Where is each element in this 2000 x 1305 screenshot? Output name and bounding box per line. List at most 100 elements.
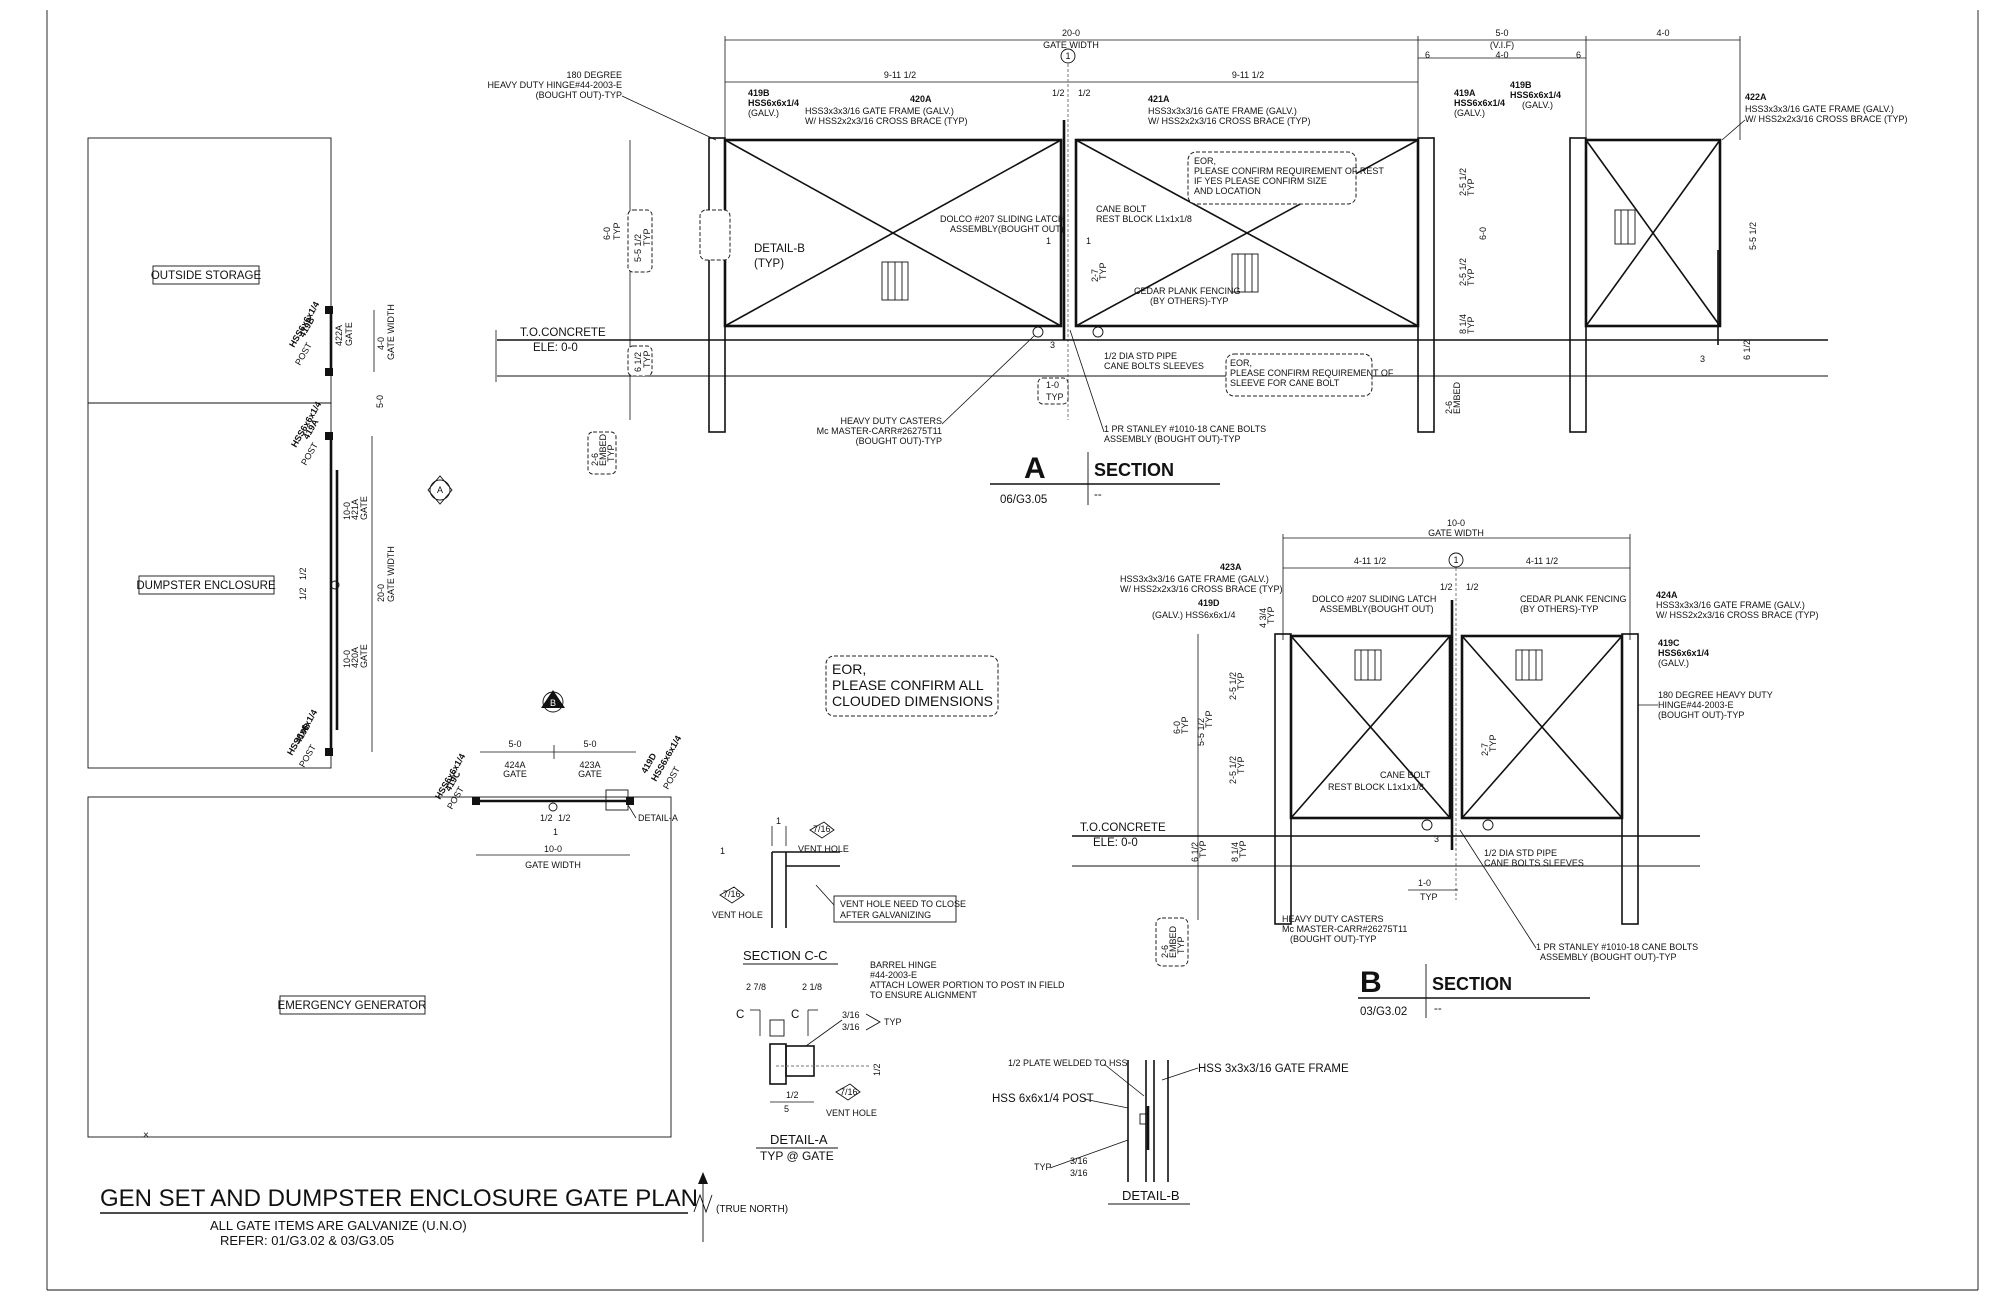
svg-text:421A: 421A (1148, 94, 1170, 104)
svg-text:180 DEGREE: 180 DEGREE (566, 70, 622, 80)
svg-text:CEDAR PLANK FENCING: CEDAR PLANK FENCING (1134, 286, 1241, 296)
svg-text:2-7: 2-7 (1090, 269, 1100, 282)
svg-text:HSS3x3x3/16 GATE FRAME (GALV.): HSS3x3x3/16 GATE FRAME (GALV.) (1656, 600, 1805, 610)
svg-text:1/2 DIA STD PIPE: 1/2 DIA STD PIPE (1104, 351, 1177, 361)
svg-text:HINGE#44-2003-E: HINGE#44-2003-E (1658, 700, 1734, 710)
svg-text:7/16: 7/16 (723, 889, 741, 899)
svg-text:424A: 424A (1656, 590, 1678, 600)
plan-x-mark: × (143, 1130, 149, 1141)
svg-text:HSS 3x3x3/16 GATE FRAME: HSS 3x3x3/16 GATE FRAME (1198, 1063, 1349, 1075)
svg-text:POST: POST (297, 742, 318, 769)
svg-text:2-5 1/2: 2-5 1/2 (1458, 168, 1468, 196)
svg-text:A: A (1024, 452, 1046, 485)
svg-text:EMBED: EMBED (1168, 925, 1178, 958)
svg-text:EMBED: EMBED (1452, 381, 1462, 414)
detail-a: 2 7/8 2 1/8 C C BARREL HINGE #44-2003-E … (736, 960, 1065, 1163)
svg-text:HSS3x3x3/16 GATE FRAME (GALV.): HSS3x3x3/16 GATE FRAME (GALV.) (1120, 574, 1269, 584)
svg-text:PLEASE CONFIRM ALL: PLEASE CONFIRM ALL (832, 677, 984, 693)
svg-text:HSS3x3x3/16 GATE FRAME (GALV.): HSS3x3x3/16 GATE FRAME (GALV.) (805, 106, 954, 116)
svg-text:5-0: 5-0 (508, 739, 521, 749)
svg-text:3: 3 (1434, 834, 1439, 844)
svg-text:1: 1 (1046, 236, 1051, 246)
svg-text:423A: 423A (1220, 562, 1242, 572)
svg-text:B: B (1360, 966, 1382, 999)
svg-text:(GALV.): (GALV.) (748, 108, 779, 118)
svg-text:CANE BOLTS SLEEVES: CANE BOLTS SLEEVES (1104, 361, 1204, 371)
svg-text:DETAIL-B: DETAIL-B (754, 243, 805, 255)
svg-text:Mc MASTER-CARR#26275T11: Mc MASTER-CARR#26275T11 (817, 426, 942, 436)
emergency-generator-area (87, 796, 672, 1138)
svg-text:TYP: TYP (642, 228, 652, 246)
svg-text:TYP: TYP (1098, 262, 1108, 280)
svg-text:4-0: 4-0 (376, 337, 386, 350)
svg-text:2-6: 2-6 (1160, 945, 1170, 958)
svg-text:ASSEMBLY(BOUGHT OUT): ASSEMBLY(BOUGHT OUT) (950, 224, 1064, 234)
svg-text:5-0: 5-0 (1495, 28, 1508, 38)
svg-text:1/2: 1/2 (786, 1090, 799, 1100)
svg-text:TYP: TYP (1236, 756, 1246, 774)
svg-text:CANE BOLTS SLEEVES: CANE BOLTS SLEEVES (1484, 858, 1584, 868)
svg-text:TYP: TYP (1034, 1162, 1052, 1172)
section-marker-a[interactable]: A (427, 475, 453, 505)
svg-text:(GALV.): (GALV.) (1454, 108, 1485, 118)
svg-text:2-6: 2-6 (1444, 401, 1454, 414)
svg-text:1/2: 1/2 (298, 587, 308, 600)
svg-text:GATE WIDTH: GATE WIDTH (525, 860, 581, 870)
svg-text:6 1/2: 6 1/2 (1742, 340, 1752, 360)
svg-text:1: 1 (776, 816, 781, 826)
svg-text:TYP: TYP (1238, 840, 1248, 858)
svg-text:419B: 419B (748, 88, 770, 98)
svg-text:TYP: TYP (884, 1017, 902, 1027)
svg-text:(GALV.): (GALV.) (1658, 658, 1689, 668)
svg-text:HSS3x3x3/16 GATE FRAME (GALV.): HSS3x3x3/16 GATE FRAME (GALV.) (1148, 106, 1297, 116)
svg-text:HSS6x6x1/4: HSS6x6x1/4 (1658, 648, 1709, 658)
svg-text:422A: 422A (1745, 92, 1767, 102)
svg-text:TYP: TYP (1180, 716, 1190, 734)
north-arrow-icon (693, 1172, 713, 1242)
svg-text:3: 3 (1700, 354, 1705, 364)
svg-text:4-0: 4-0 (1656, 28, 1669, 38)
svg-text:(BOUGHT OUT)-TYP: (BOUGHT OUT)-TYP (536, 90, 622, 100)
emergency-generator-label: EMERGENCY GENERATOR (278, 1000, 427, 1012)
svg-text:180 DEGREE HEAVY DUTY: 180 DEGREE HEAVY DUTY (1658, 690, 1773, 700)
sec-a-post-419b-right (1569, 137, 1587, 433)
svg-text:GATE WIDTH: GATE WIDTH (386, 546, 396, 602)
svg-text:ATTACH LOWER PORTION TO POST I: ATTACH LOWER PORTION TO POST IN FIELD (870, 980, 1065, 990)
svg-text:9-11 1/2: 9-11 1/2 (884, 70, 916, 80)
svg-text:GATE: GATE (578, 769, 602, 779)
section-marker-b[interactable]: B (541, 690, 565, 713)
detail-section-cc: 1 1 7/16 VENT HOLE 7/16 VENT HOLE VENT H… (712, 816, 966, 965)
sec-b-gate-width: 10-0 (1447, 518, 1465, 528)
svg-text:6-0: 6-0 (1478, 227, 1488, 240)
svg-text:SECTION: SECTION (1432, 974, 1512, 994)
svg-text:ASSEMBLY (BOUGHT OUT)-TYP: ASSEMBLY (BOUGHT OUT)-TYP (1104, 434, 1241, 444)
sec-a-post-419a (1417, 137, 1435, 433)
svg-text:C: C (736, 1009, 744, 1021)
svg-text:2-5 1/2: 2-5 1/2 (1228, 756, 1238, 784)
svg-text:422A: 422A (334, 325, 344, 346)
plan-note-refer: REFER: 01/G3.02 & 03/G3.05 (220, 1233, 394, 1248)
svg-text:1/2: 1/2 (1440, 582, 1453, 592)
svg-text:5-5 1/2: 5-5 1/2 (1748, 222, 1758, 250)
svg-text:HEAVY DUTY CASTERS: HEAVY DUTY CASTERS (1282, 914, 1384, 924)
sec-b-post-419d (1274, 633, 1292, 925)
plan-title-block: GEN SET AND DUMPSTER ENCLOSURE GATE PLAN… (100, 1172, 788, 1248)
sec-a-gate-421a (1074, 138, 1420, 328)
svg-text:TYP: TYP (612, 222, 622, 240)
svg-text:1/2: 1/2 (1078, 88, 1091, 98)
site-plan: × OUTSIDE STORAGE DUMPSTER ENCLOSURE EME… (87, 137, 999, 1248)
svg-text:#44-2003-E: #44-2003-E (870, 970, 917, 980)
svg-text:6-0: 6-0 (1172, 721, 1182, 734)
svg-text:5: 5 (784, 1104, 789, 1114)
svg-text:(BOUGHT OUT)-TYP: (BOUGHT OUT)-TYP (1658, 710, 1744, 720)
svg-text:ELE: 0-0: ELE: 0-0 (533, 342, 578, 354)
svg-text:VENT HOLE: VENT HOLE (798, 844, 849, 854)
svg-text:TYP: TYP (1236, 672, 1246, 690)
sec-a-gate-422a (1584, 138, 1722, 345)
svg-text:ASSEMBLY(BOUGHT OUT): ASSEMBLY(BOUGHT OUT) (1320, 604, 1434, 614)
svg-text:AND LOCATION: AND LOCATION (1194, 186, 1261, 196)
svg-text:423A: 423A (579, 760, 600, 770)
svg-text:EOR,: EOR, (1230, 358, 1252, 368)
